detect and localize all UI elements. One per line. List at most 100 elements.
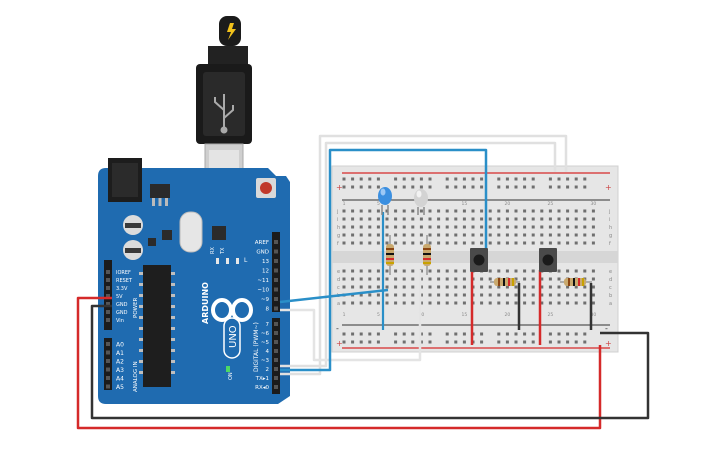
rail-hole[interactable] (557, 340, 561, 344)
breadboard-hole[interactable] (566, 293, 570, 297)
breadboard-hole[interactable] (531, 225, 535, 229)
breadboard-hole[interactable] (523, 277, 527, 281)
breadboard-hole[interactable] (591, 209, 595, 213)
breadboard-hole[interactable] (445, 277, 449, 281)
breadboard-hole[interactable] (583, 233, 587, 237)
resistor-led-2[interactable] (423, 235, 431, 275)
breadboard-hole[interactable] (411, 241, 415, 245)
breadboard-hole[interactable] (531, 301, 535, 305)
rail-hole[interactable] (523, 340, 527, 344)
breadboard-hole[interactable] (437, 293, 441, 297)
breadboard-hole[interactable] (497, 285, 501, 289)
power-pin[interactable] (106, 270, 110, 274)
breadboard-hole[interactable] (471, 225, 475, 229)
breadboard-hole[interactable] (385, 285, 389, 289)
breadboard-hole[interactable] (428, 209, 432, 213)
breadboard-hole[interactable] (462, 277, 466, 281)
breadboard-hole[interactable] (514, 277, 518, 281)
breadboard-hole[interactable] (488, 269, 492, 273)
power-pin[interactable] (106, 310, 110, 314)
rail-hole[interactable] (566, 177, 570, 181)
breadboard-hole[interactable] (419, 217, 423, 221)
breadboard-hole[interactable] (566, 233, 570, 237)
rail-hole[interactable] (359, 185, 363, 189)
rail-hole[interactable] (480, 185, 484, 189)
power-pin[interactable] (106, 302, 110, 306)
rail-hole[interactable] (428, 332, 432, 336)
breadboard-hole[interactable] (540, 285, 544, 289)
breadboard-hole[interactable] (574, 217, 578, 221)
breadboard-hole[interactable] (462, 241, 466, 245)
breadboard-hole[interactable] (359, 209, 363, 213)
breadboard-hole[interactable] (454, 301, 458, 305)
breadboard-hole[interactable] (394, 241, 398, 245)
breadboard-hole[interactable] (376, 277, 380, 281)
breadboard-hole[interactable] (394, 293, 398, 297)
breadboard-hole[interactable] (488, 209, 492, 213)
digital-pin[interactable] (274, 278, 278, 282)
breadboard-hole[interactable] (376, 241, 380, 245)
breadboard-hole[interactable] (368, 269, 372, 273)
breadboard-hole[interactable] (342, 285, 346, 289)
breadboard-hole[interactable] (428, 293, 432, 297)
breadboard-hole[interactable] (505, 285, 509, 289)
rail-hole[interactable] (359, 332, 363, 336)
breadboard-hole[interactable] (359, 293, 363, 297)
rail-hole[interactable] (419, 340, 423, 344)
breadboard-hole[interactable] (454, 225, 458, 229)
breadboard-hole[interactable] (531, 209, 535, 213)
breadboard-hole[interactable] (368, 225, 372, 229)
rail-hole[interactable] (531, 177, 535, 181)
rail-hole[interactable] (376, 177, 380, 181)
rail-hole[interactable] (523, 185, 527, 189)
digital-pin[interactable] (274, 376, 278, 380)
breadboard-hole[interactable] (480, 301, 484, 305)
rail-hole[interactable] (402, 332, 406, 336)
breadboard-hole[interactable] (574, 269, 578, 273)
breadboard-hole[interactable] (411, 217, 415, 221)
breadboard-hole[interactable] (557, 209, 561, 213)
breadboard-hole[interactable] (376, 225, 380, 229)
digital-pin[interactable] (274, 349, 278, 353)
breadboard-hole[interactable] (411, 209, 415, 213)
breadboard-hole[interactable] (583, 209, 587, 213)
rail-hole[interactable] (523, 177, 527, 181)
breadboard-hole[interactable] (411, 233, 415, 237)
breadboard-hole[interactable] (462, 269, 466, 273)
usb-cable[interactable] (196, 16, 252, 181)
breadboard-hole[interactable] (488, 285, 492, 289)
rail-hole[interactable] (557, 332, 561, 336)
rail-hole[interactable] (359, 177, 363, 181)
breadboard-hole[interactable] (445, 301, 449, 305)
rail-hole[interactable] (454, 332, 458, 336)
rail-hole[interactable] (566, 185, 570, 189)
breadboard-hole[interactable] (428, 285, 432, 289)
breadboard-hole[interactable] (488, 277, 492, 281)
breadboard-hole[interactable] (342, 269, 346, 273)
breadboard-hole[interactable] (523, 269, 527, 273)
breadboard-hole[interactable] (454, 269, 458, 273)
digital-pin[interactable] (274, 249, 278, 254)
breadboard-hole[interactable] (411, 277, 415, 281)
rail-hole[interactable] (445, 185, 449, 189)
breadboard-hole[interactable] (471, 241, 475, 245)
rail-hole[interactable] (471, 185, 475, 189)
breadboard-hole[interactable] (566, 285, 570, 289)
rail-hole[interactable] (505, 340, 509, 344)
breadboard-hole[interactable] (394, 277, 398, 281)
breadboard-hole[interactable] (591, 301, 595, 305)
breadboard-hole[interactable] (523, 293, 527, 297)
breadboard-hole[interactable] (574, 225, 578, 229)
breadboard-hole[interactable] (368, 285, 372, 289)
analog-header[interactable] (104, 338, 112, 390)
breadboard-hole[interactable] (342, 277, 346, 281)
resistor-led-1[interactable] (386, 235, 394, 275)
breadboard-hole[interactable] (548, 217, 552, 221)
breadboard-hole[interactable] (402, 285, 406, 289)
breadboard-hole[interactable] (419, 209, 423, 213)
breadboard-hole[interactable] (566, 217, 570, 221)
breadboard-hole[interactable] (497, 225, 501, 229)
rail-hole[interactable] (566, 332, 570, 336)
digital-pin[interactable] (274, 367, 278, 371)
